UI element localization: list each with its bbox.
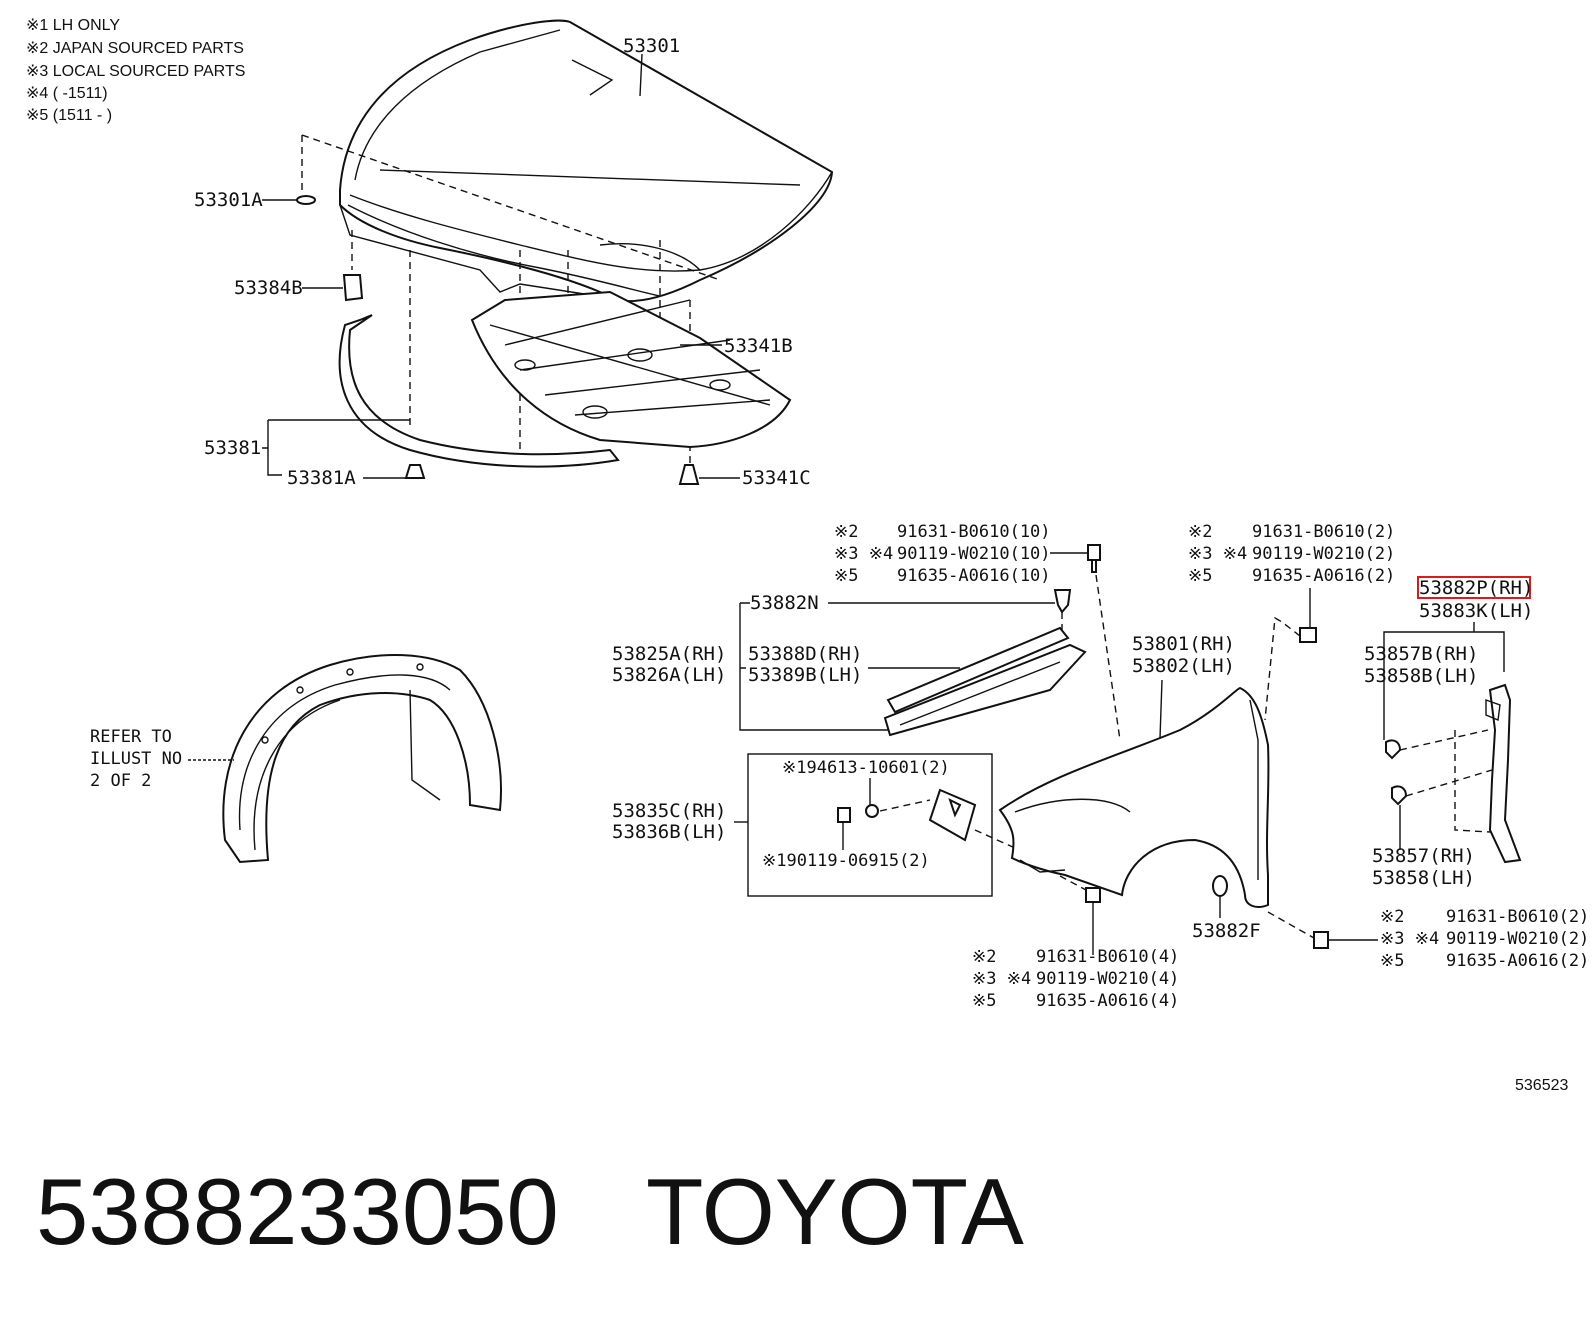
label-hood: 53301	[623, 35, 680, 57]
svg-text:※5: ※5	[1380, 951, 1404, 971]
svg-text:90119-W0210(4): 90119-W0210(4)	[1036, 969, 1179, 989]
label-bracket-bolt: ※190119-06915(2)	[762, 851, 930, 871]
label-seal-b-rh: 53857B(RH)	[1364, 643, 1478, 665]
bolt-bottom-right	[1313, 931, 1329, 949]
svg-text:※3 ※4: ※3 ※4	[834, 544, 893, 564]
leader-hood	[639, 53, 643, 97]
bolt-group-top-mid: ※2 91631-B0610(10) ※3 ※4 90119-W0210(10)…	[834, 522, 1051, 586]
refer-line-2: ILLUST NO	[90, 749, 182, 769]
label-cushion: 53384B	[234, 277, 303, 299]
bolt-top-right	[1299, 627, 1317, 643]
label-bracket-lh: 53836B(LH)	[612, 821, 726, 843]
svg-text:91635-A0616(4): 91635-A0616(4)	[1036, 991, 1179, 1011]
svg-text:※2: ※2	[972, 947, 996, 967]
svg-text:※3 ※4: ※3 ※4	[972, 969, 1031, 989]
note-3: ※3 LOCAL SOURCED PARTS	[26, 63, 245, 80]
label-clip-n: 53882N	[750, 592, 819, 614]
nut-shape	[865, 804, 879, 818]
clip-b	[1391, 785, 1408, 806]
svg-text:91635-A0616(10): 91635-A0616(10)	[897, 566, 1051, 586]
svg-text:※2: ※2	[1188, 522, 1212, 542]
label-hood-clip: 53301A	[194, 189, 263, 211]
svg-text:※3 ※4: ※3 ※4	[1188, 544, 1247, 564]
svg-text:91631-B0610(4): 91631-B0610(4)	[1036, 947, 1179, 967]
svg-text:91635-A0616(2): 91635-A0616(2)	[1446, 951, 1589, 971]
footer-brand: TOYOTA	[646, 1159, 1024, 1264]
footer-part-number: 5388233050	[36, 1159, 559, 1264]
svg-text:※2: ※2	[834, 522, 858, 542]
label-bracket-nut: ※194613-10601(2)	[782, 758, 950, 778]
label-seal: 53381	[204, 437, 261, 459]
svg-text:※5: ※5	[972, 991, 996, 1011]
notes-block: ※1 LH ONLY ※2 JAPAN SOURCED PARTS ※3 LOC…	[26, 17, 245, 124]
svg-text:91631-B0610(2): 91631-B0610(2)	[1252, 522, 1395, 542]
clip-a	[1385, 739, 1402, 760]
svg-text:90119-W0210(2): 90119-W0210(2)	[1252, 544, 1395, 564]
bracket-shape	[928, 788, 977, 842]
insulator-clip-shape	[678, 464, 700, 485]
label-insulator: 53341B	[724, 335, 793, 357]
seal-shape	[338, 314, 620, 468]
bolt-group-top-right: ※2 91631-B0610(2) ※3 ※4 90119-W0210(2) ※…	[1188, 522, 1395, 586]
svg-text:91635-A0616(2): 91635-A0616(2)	[1252, 566, 1395, 586]
clip-f-shape	[1212, 875, 1228, 897]
svg-text:※2: ※2	[1380, 907, 1404, 927]
label-cowl-lh: 53826A(LH)	[612, 664, 726, 686]
refer-line-1: REFER TO	[90, 727, 172, 747]
seal-clip-shape	[404, 464, 426, 479]
label-seal-b2-lh: 53858B(LH)	[1364, 665, 1478, 687]
svg-text:※5: ※5	[1188, 566, 1212, 586]
fender-liner-drawing	[222, 654, 502, 864]
label-bracket-rh: 53835C(RH)	[612, 800, 726, 822]
note-2: ※2 JAPAN SOURCED PARTS	[26, 40, 244, 57]
svg-text:90119-W0210(2): 90119-W0210(2)	[1446, 929, 1589, 949]
insulator-drawing	[470, 290, 792, 449]
bolt-group-bottom-mid: ※2 91631-B0610(4) ※3 ※4 90119-W0210(4) ※…	[972, 947, 1179, 1011]
bolt-bracket-shape	[837, 807, 851, 823]
svg-text:90119-W0210(10): 90119-W0210(10)	[897, 544, 1051, 564]
bracket-box	[747, 753, 993, 897]
clip-n-shape	[1053, 589, 1072, 614]
label-seal-d-rh: 53388D(RH)	[748, 643, 862, 665]
figure-id: 536523	[1515, 1077, 1568, 1094]
svg-text:91631-B0610(2): 91631-B0610(2)	[1446, 907, 1589, 927]
note-5: ※5 (1511 - )	[26, 107, 112, 124]
fender-drawing	[998, 686, 1270, 908]
label-insulator-clip: 53341C	[742, 467, 811, 489]
highlight-box	[1417, 576, 1531, 599]
label-cowl-rh: 53825A(RH)	[612, 643, 726, 665]
bolt-bottom-mid	[1085, 887, 1101, 903]
label-clip-p-rh: 53882P(RH)	[1419, 577, 1533, 599]
svg-text:※3 ※4: ※3 ※4	[1380, 929, 1439, 949]
label-fender-rh: 53801(RH)	[1132, 633, 1235, 655]
svg-text:※5: ※5	[834, 566, 858, 586]
cushion-shape	[342, 274, 364, 302]
bolt-top-mid	[1087, 544, 1101, 573]
svg-text:91631-B0610(10): 91631-B0610(10)	[897, 522, 1051, 542]
label-clip-k-lh: 53883K(LH)	[1419, 600, 1533, 622]
hood-drawing	[339, 19, 834, 302]
label-seal-b-lh: 53389B(LH)	[748, 664, 862, 686]
note-4: ※4 ( -1511)	[26, 85, 108, 102]
note-1: ※1 LH ONLY	[26, 17, 120, 34]
cowl-seal-drawing	[883, 626, 1087, 737]
label-seal-clip: 53381A	[287, 467, 356, 489]
label-fender-lh: 53802(LH)	[1132, 655, 1235, 677]
side-seal-drawing	[1485, 683, 1522, 864]
hood-clip-shape	[296, 195, 316, 205]
bolt-group-bottom-right: ※2 91631-B0610(2) ※3 ※4 90119-W0210(2) ※…	[1380, 907, 1589, 971]
refer-note: REFER TO ILLUST NO 2 OF 2	[90, 727, 182, 791]
label-seal-rh: 53857(RH)	[1372, 845, 1475, 867]
label-clip-f: 53882F	[1192, 920, 1261, 942]
label-seal-lh: 53858(LH)	[1372, 867, 1475, 889]
refer-line-3: 2 OF 2	[90, 771, 151, 791]
